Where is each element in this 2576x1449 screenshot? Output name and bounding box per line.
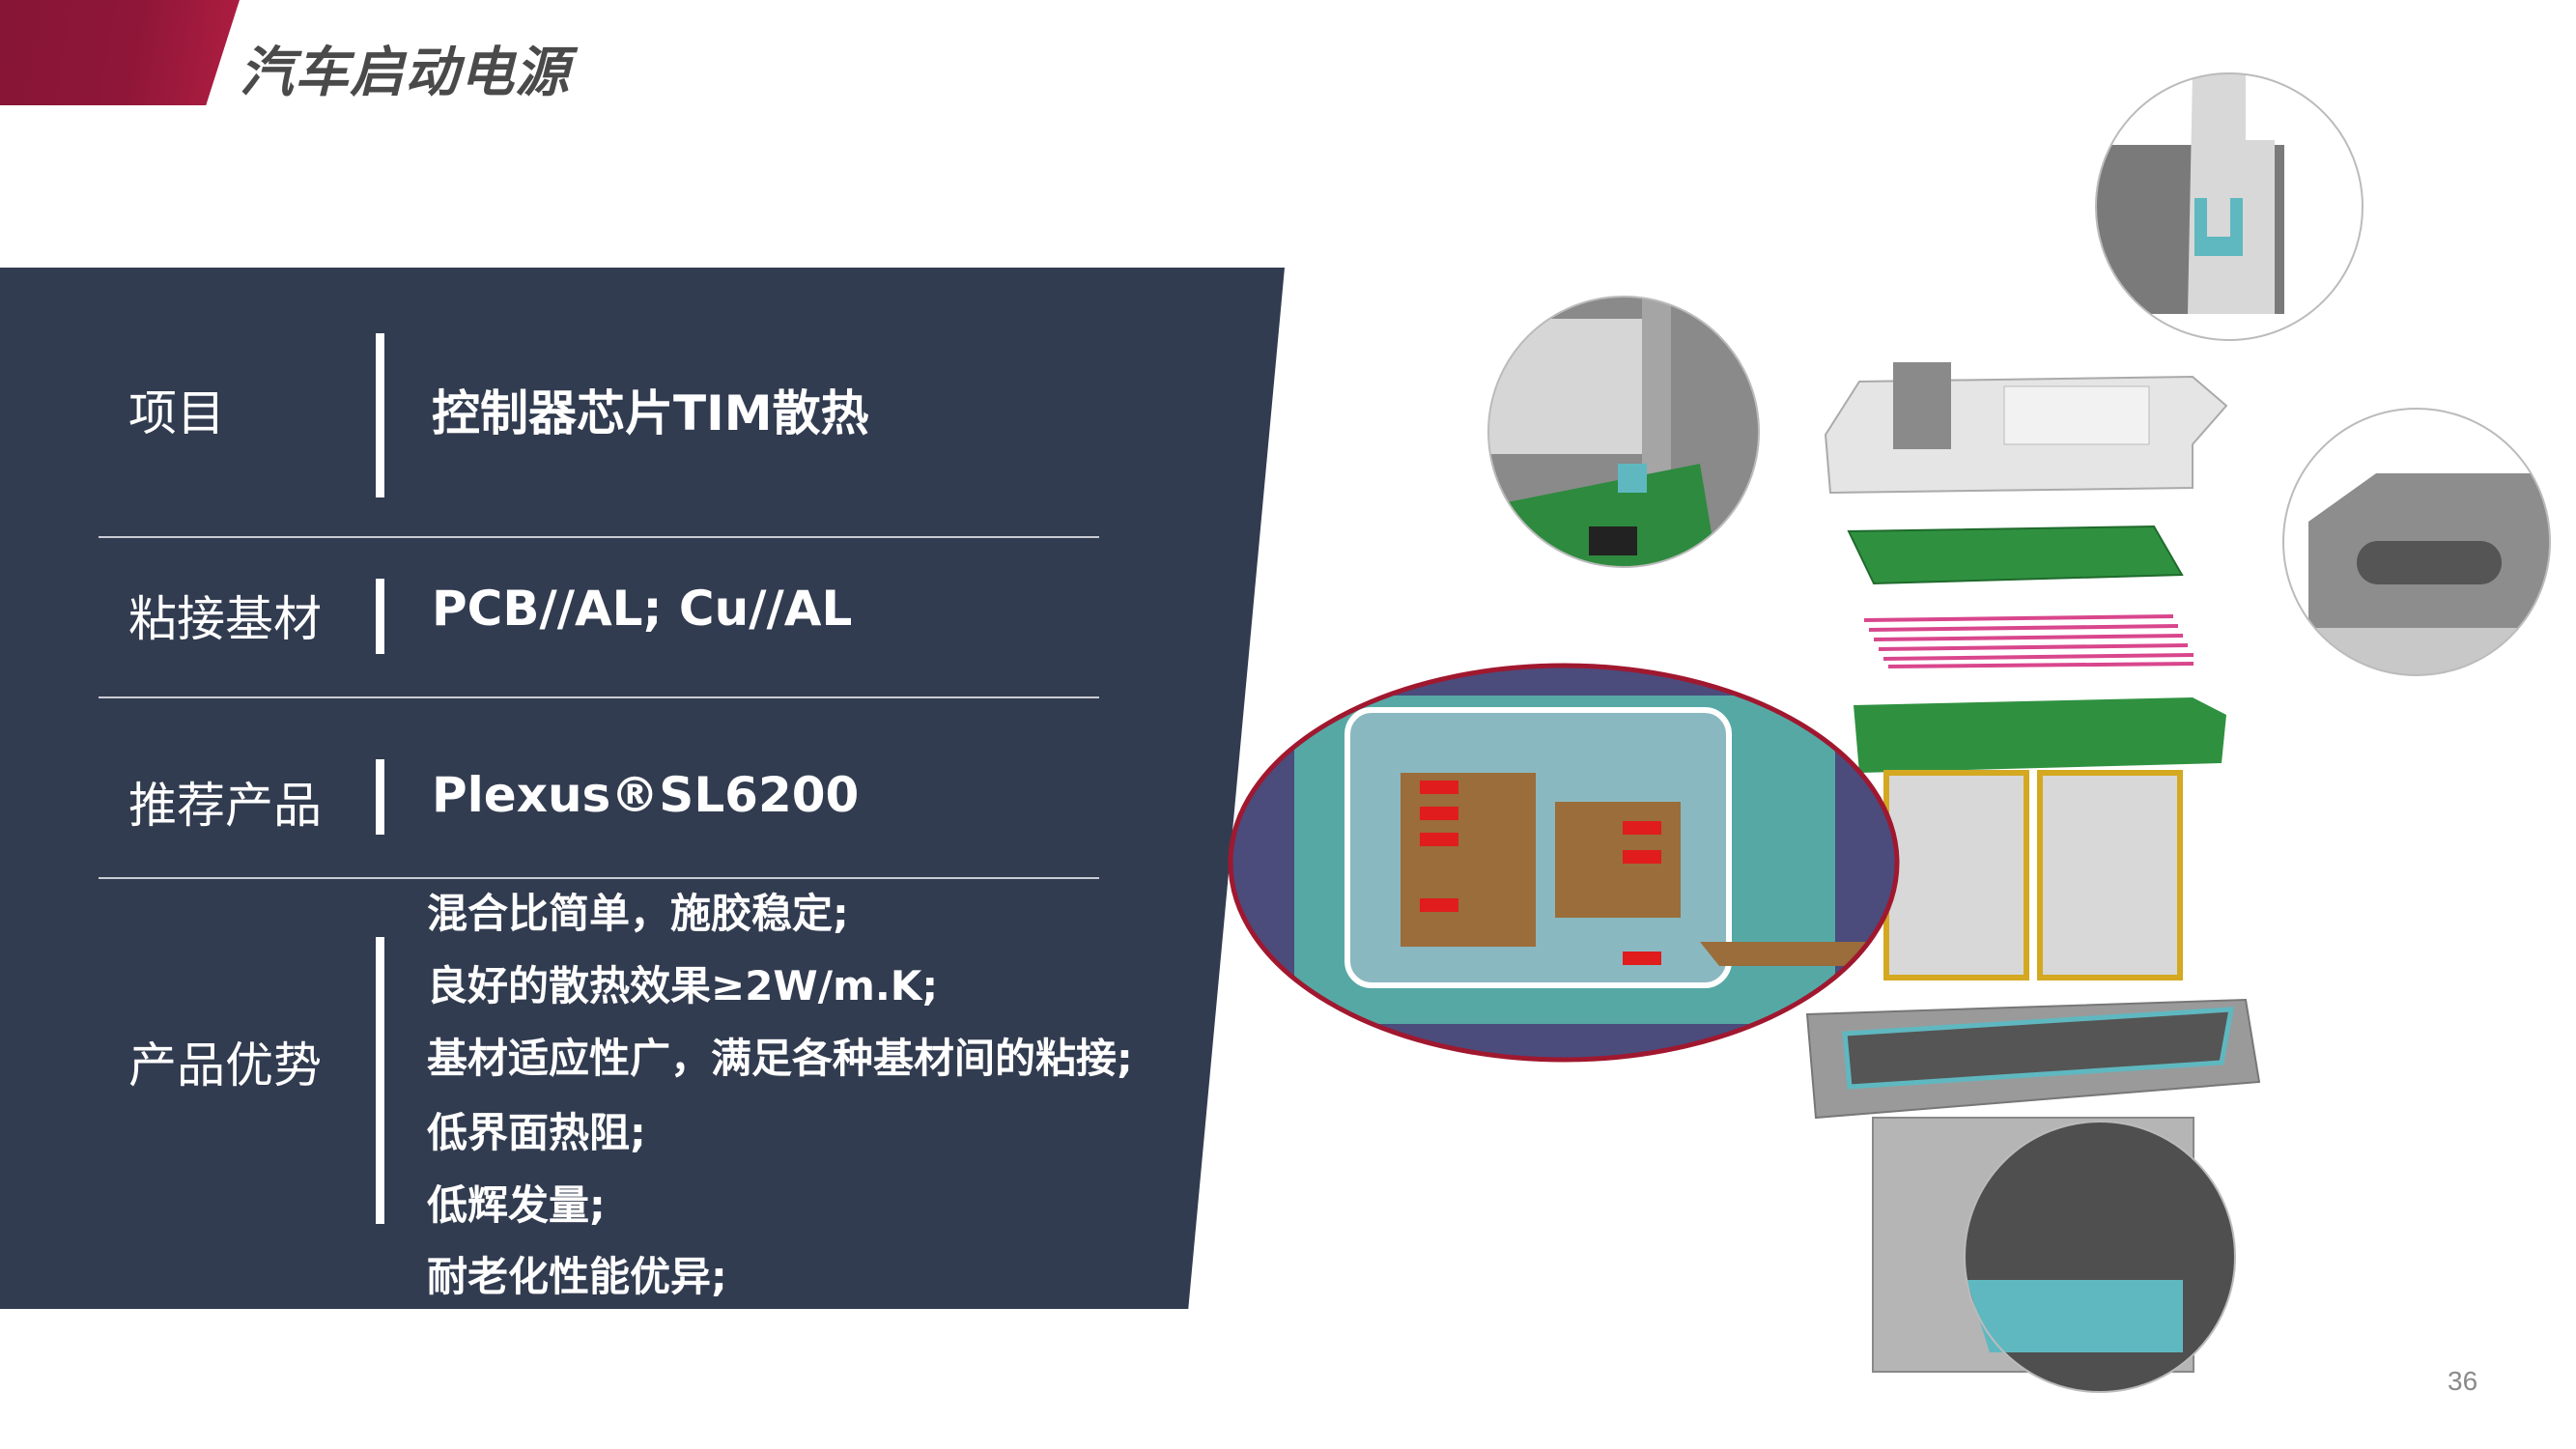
row-separator bbox=[99, 536, 1099, 538]
advantage-item: 耐老化性能优异; bbox=[427, 1253, 727, 1300]
row-separator bbox=[99, 877, 1099, 879]
row-label-substrate: 粘接基材 bbox=[128, 591, 322, 647]
row-value-product: Plexus®SL6200 bbox=[432, 767, 860, 823]
row-value-substrate: PCB//AL; Cu//AL bbox=[432, 581, 853, 637]
advantage-item: 混合比简单，施胶稳定; bbox=[427, 890, 849, 937]
row-label-product: 推荐产品 bbox=[128, 778, 322, 834]
detail-circle-clip bbox=[2096, 73, 2363, 340]
tim-strips bbox=[1863, 614, 2194, 668]
advantage-item: 低界面热阻; bbox=[427, 1109, 646, 1156]
row-label-project: 项目 bbox=[128, 385, 225, 441]
row-divider bbox=[376, 937, 384, 1224]
row-divider bbox=[376, 759, 384, 835]
advantage-item: 基材适应性广，满足各种基材间的粘接; bbox=[427, 1035, 1133, 1082]
detail-circle-tim bbox=[1488, 297, 1759, 567]
row-value-project: 控制器芯片TIM散热 bbox=[432, 385, 869, 441]
info-panel bbox=[0, 268, 1285, 1309]
row-divider bbox=[376, 333, 384, 497]
row-divider bbox=[376, 579, 384, 654]
pcb-detail-ellipse bbox=[1231, 666, 1897, 1060]
row-label-advantages: 产品优势 bbox=[128, 1037, 322, 1094]
advantage-item: 良好的散热效果≥2W/m.K; bbox=[427, 962, 939, 1009]
controller-cover bbox=[1824, 362, 2228, 495]
row-separator bbox=[99, 696, 1099, 698]
page-title: 汽车启动电源 bbox=[240, 42, 570, 104]
advantage-item: 低辉发量; bbox=[427, 1181, 606, 1229]
controller-pcb bbox=[1847, 525, 2184, 585]
page-number: 36 bbox=[2448, 1366, 2478, 1396]
battery-pack bbox=[1854, 697, 2226, 980]
header-accent-band bbox=[0, 0, 240, 105]
detail-circle-housing bbox=[1964, 1121, 2236, 1393]
